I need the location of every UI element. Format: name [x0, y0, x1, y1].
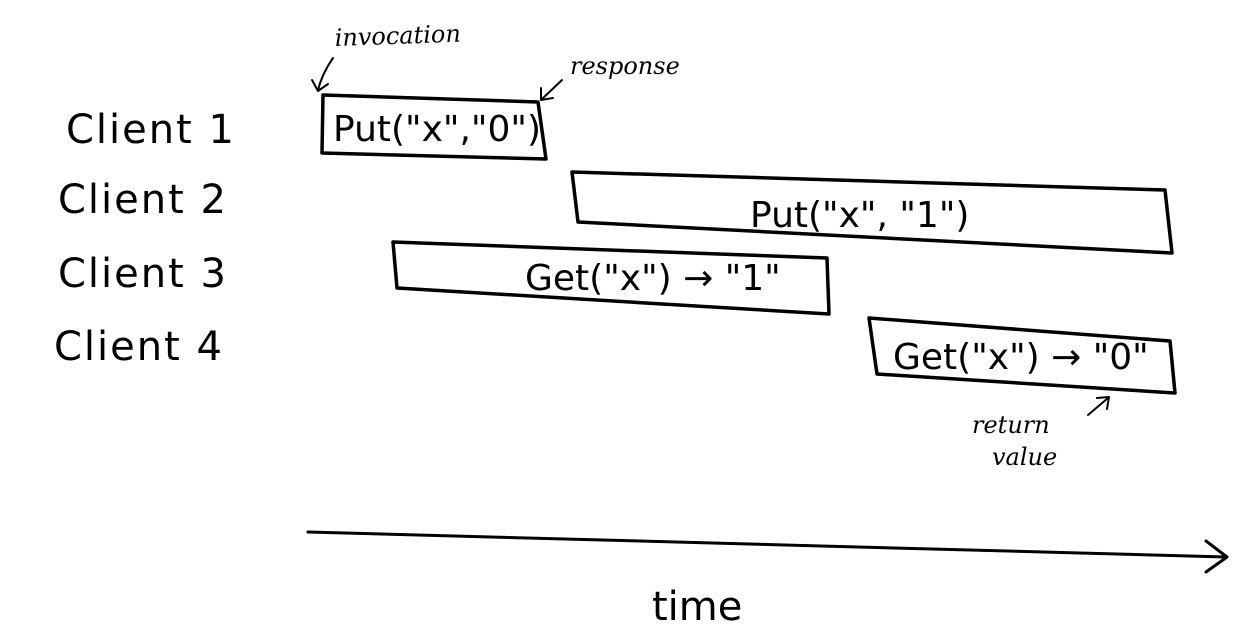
invocation-arrow [317, 57, 334, 91]
return-value-label-line2: value [992, 443, 1057, 471]
client-label-2: Client 2 [58, 177, 228, 223]
response-arrow [541, 79, 563, 100]
client-label-3: Client 3 [58, 251, 228, 297]
operation-text-client-1: Put("x","0") [333, 109, 541, 150]
operation-text-client-2: Put("x", "1") [750, 195, 969, 236]
client-label-1: Client 1 [66, 107, 236, 153]
return-value-label-line1: return [972, 411, 1050, 439]
operation-box-client-2 [570, 170, 1174, 255]
return-value-arrow [1087, 397, 1109, 416]
client-label-4: Client 4 [54, 324, 224, 370]
operation-box-client-1 [320, 93, 548, 161]
operation-box-client-4 [867, 316, 1177, 395]
invocation-label: invocation [334, 20, 461, 52]
operation-text-client-4: Get("x") → "0" [893, 337, 1149, 378]
operation-box-client-3 [391, 240, 831, 316]
operation-text-client-3: Get("x") → "1" [525, 258, 781, 299]
time-axis-arrowhead [1204, 539, 1229, 574]
invocation-arrowhead [311, 79, 329, 92]
return-value-arrowhead [1096, 396, 1110, 410]
response-arrowhead [540, 87, 554, 101]
time-axis-label: time [652, 584, 742, 630]
response-label: response [570, 52, 680, 80]
time-axis-line [306, 530, 1228, 559]
